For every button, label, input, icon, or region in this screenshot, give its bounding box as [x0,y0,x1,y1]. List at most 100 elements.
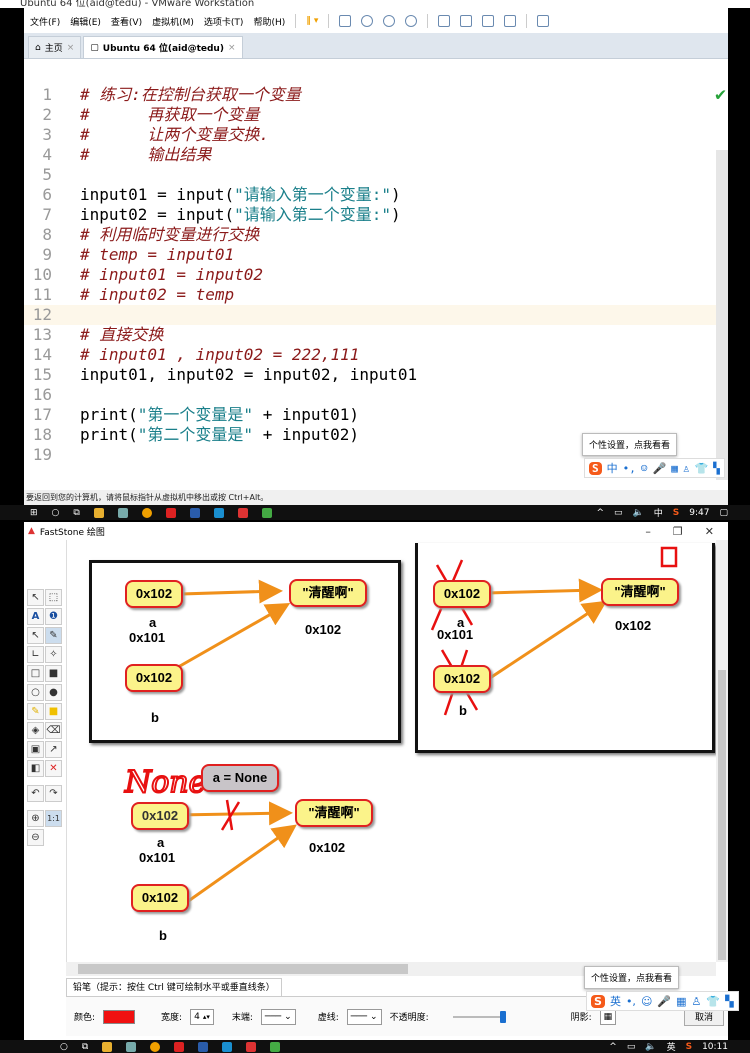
vmware-icon[interactable] [213,507,224,518]
language-indicator[interactable]: 英 [666,1043,676,1053]
search-icon[interactable]: ○ [51,507,60,518]
stepper-arrows-icon[interactable]: ▴▾ [202,1012,210,1021]
chrome-icon[interactable] [141,507,152,518]
tools-icon[interactable]: ▚ [725,994,734,1008]
word-icon[interactable] [189,507,200,518]
pause-icon[interactable]: ‖ ▾ [306,16,319,26]
rectangle-icon[interactable]: □ [27,665,44,682]
code-line[interactable]: 14# input01 , input02 = 222,111 [24,345,728,365]
width-stepper[interactable]: 4▴▾ [190,1008,214,1025]
unity-icon[interactable] [504,15,517,27]
watermark-icon[interactable]: ◧ [27,760,44,777]
view-icon[interactable] [537,15,550,27]
app-icon[interactable] [246,1041,257,1052]
highlighter-icon[interactable]: ✎ [27,703,44,720]
task-view-icon[interactable]: ⧉ [81,1041,89,1052]
code-line[interactable]: 3# 让两个变量交换. [24,125,728,145]
code-line[interactable]: 2# 再获取一个变量 [24,105,728,125]
code-line[interactable]: 5 [24,165,728,185]
line-icon[interactable]: ∟ [27,646,44,663]
color-picker[interactable] [103,1009,136,1024]
sidebar-icon[interactable] [438,15,451,27]
keyboard-icon[interactable]: ▦ [671,461,678,475]
faststone-icon[interactable] [270,1041,281,1052]
manage-snapshot-icon[interactable] [405,15,418,27]
mic-icon[interactable]: 🎤 [652,461,667,475]
ellipse-icon[interactable]: ○ [27,684,44,701]
windows-icon[interactable]: ⊞ [30,507,38,518]
console-icon[interactable] [460,15,473,27]
explorer-icon[interactable] [102,1041,113,1052]
ime-mode[interactable]: 英 [609,995,621,1008]
code-line[interactable]: 13# 直接交换 [24,325,728,345]
punct-icon[interactable]: •, [625,994,636,1008]
scroll-thumb[interactable] [78,964,408,974]
drawing-canvas[interactable]: None 0x102 a 0x101 0x102 b "清醒啊" 0x102 0… [66,540,716,962]
explorer-icon[interactable] [93,507,104,518]
code-line[interactable]: 8# 利用临时变量进行交换 [24,225,728,245]
filled-ellipse-icon[interactable]: ● [45,684,62,701]
chrome-icon[interactable] [150,1041,161,1052]
tray-up-icon[interactable]: ^ [609,1041,617,1052]
user-icon[interactable]: ♙ [691,994,702,1008]
tool-hint-tab[interactable]: 铅笔（提示：按住 Ctrl 键可绘制水平或垂直线条） [66,978,282,996]
network-icon[interactable]: ▭ [626,1041,636,1052]
emoji-icon[interactable]: ☺ [640,461,648,475]
app-icon[interactable] [165,507,176,518]
code-line[interactable]: 12 [24,305,728,325]
code-line[interactable]: 16 [24,385,728,405]
fullscreen-icon[interactable] [482,15,495,27]
task-view-icon[interactable]: ⧉ [73,507,80,518]
notification-icon[interactable]: ▢ [719,507,728,518]
maximize-icon[interactable]: ❐ [672,524,683,538]
editor-scrollbar[interactable] [716,150,728,480]
opacity-slider[interactable] [452,1010,506,1023]
code-line[interactable]: 10# input01 = input02 [24,265,728,285]
faststone-icon[interactable] [261,507,272,518]
eraser-icon[interactable]: ⌫ [45,722,62,739]
slider-thumb[interactable] [499,1010,506,1023]
rect-select-icon[interactable]: ⬚ [45,589,62,606]
select-icon[interactable]: ↖ [27,589,44,606]
network-icon[interactable] [339,15,352,27]
canvas-vertical-scrollbar[interactable] [716,540,728,962]
volume-icon[interactable]: 🔈 [632,507,644,518]
app-icon[interactable] [117,507,128,518]
vmware-icon[interactable] [222,1041,233,1052]
number-icon[interactable]: ❶ [45,608,62,625]
network-icon[interactable]: ▭ [614,507,623,518]
app-icon[interactable] [237,507,248,518]
end-style-select[interactable]: ─── ⌄ [260,1008,296,1025]
delete-icon[interactable]: ✕ [45,760,62,777]
tools-icon[interactable]: ▚ [713,461,720,475]
undo-icon[interactable]: ↶ [27,785,44,802]
skin-icon[interactable]: 👕 [694,461,709,475]
mic-icon[interactable]: 🎤 [657,994,672,1008]
menu-tabs[interactable]: 选项卡(T) [203,17,244,28]
volume-icon[interactable]: 🔈 [645,1041,657,1052]
minimize-icon[interactable]: – [645,524,651,538]
menu-edit[interactable]: 编辑(E) [70,17,101,28]
zoom-out-icon[interactable]: ⊖ [27,829,44,846]
app-icon[interactable] [126,1041,137,1052]
shadow-toggle[interactable]: ▦ [599,1008,617,1025]
sogou-icon[interactable]: S [672,507,680,518]
menu-view[interactable]: 查看(V) [110,17,143,28]
fill-icon[interactable]: ◈ [27,722,44,739]
code-line[interactable]: 9# temp = input01 [24,245,728,265]
emoji-icon[interactable]: ☺ [640,994,653,1008]
text-icon[interactable]: A [27,608,44,625]
code-line[interactable]: 11# input02 = temp [24,285,728,305]
menu-file[interactable]: 文件(F) [30,17,61,28]
menu-vm[interactable]: 虚拟机(M) [152,17,194,28]
app-icon[interactable] [174,1041,185,1052]
menu-help[interactable]: 帮助(H) [253,17,286,28]
actual-size-icon[interactable]: 1:1 [45,810,62,827]
keyboard-icon[interactable]: ▦ [676,994,687,1008]
